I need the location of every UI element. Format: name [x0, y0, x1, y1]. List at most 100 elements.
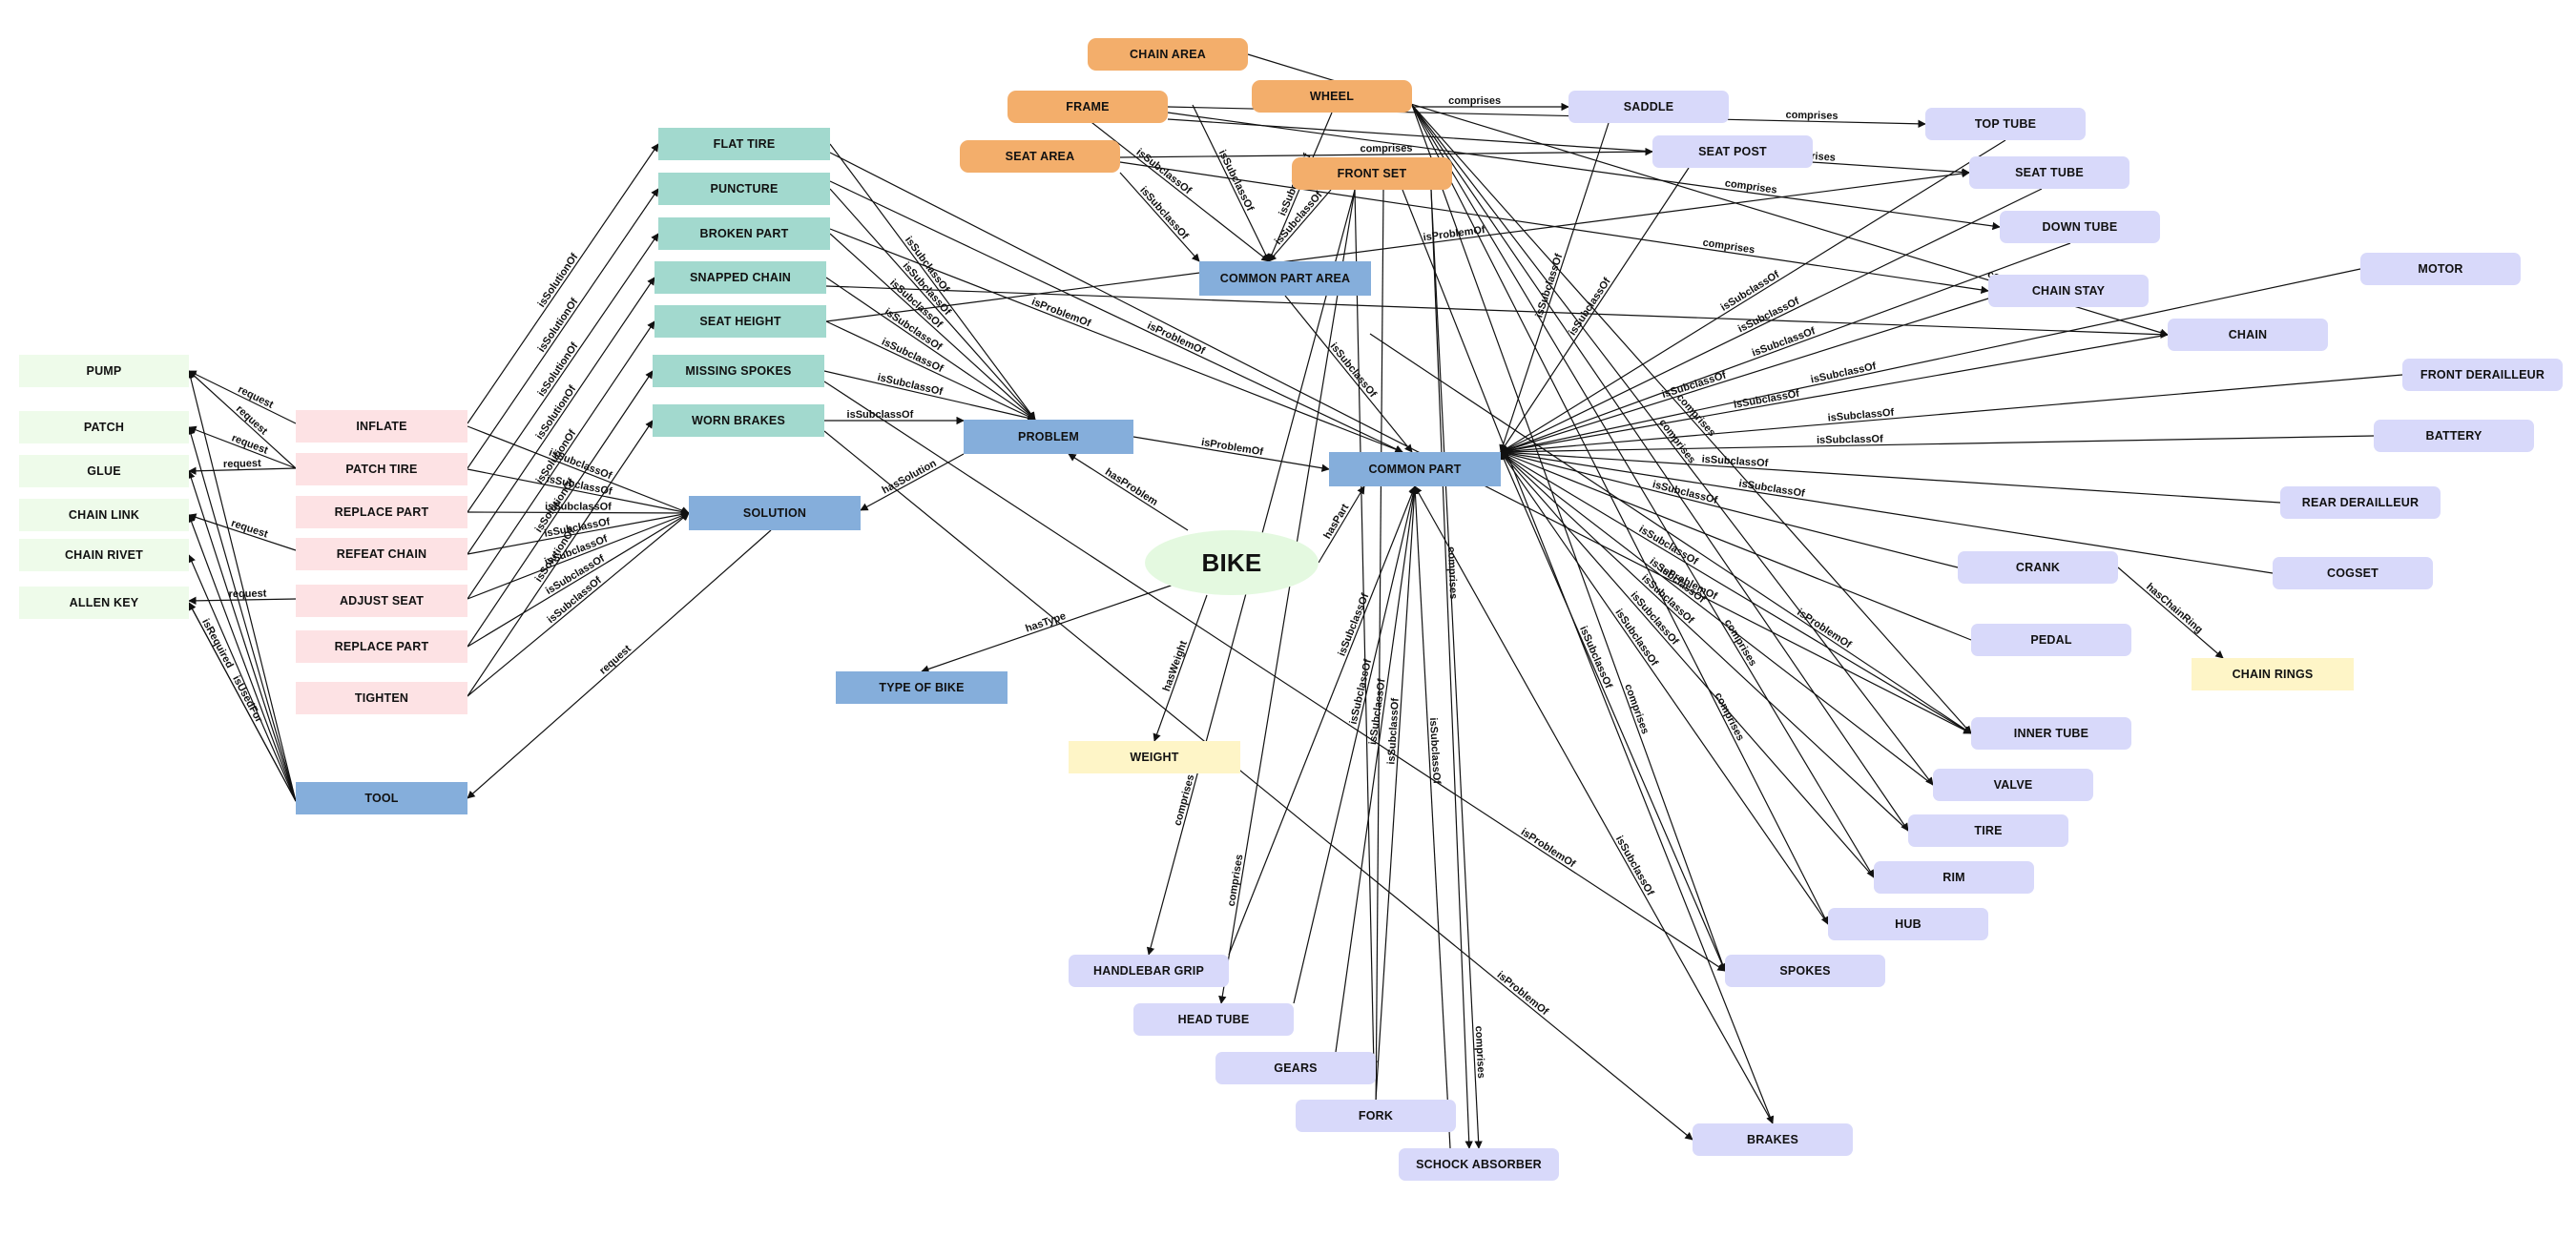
- edge-43: [1068, 453, 1189, 531]
- edge-label-request: request: [229, 588, 267, 601]
- part-inner-tube[interactable]: INNER TUBE: [1971, 717, 2131, 750]
- area-frame[interactable]: FRAME: [1008, 91, 1168, 123]
- part-rim[interactable]: RIM: [1874, 861, 2034, 894]
- tool-glue[interactable]: GLUE: [19, 455, 189, 487]
- edge-label-isSubclassOf: isSubclassOf: [1817, 434, 1883, 446]
- part-brakes[interactable]: BRAKES: [1693, 1123, 1853, 1156]
- tool-pump[interactable]: PUMP: [19, 355, 189, 387]
- solution-inflate[interactable]: INFLATE: [296, 410, 467, 443]
- edge-7: [187, 426, 297, 802]
- problem-flat-tire[interactable]: FLAT TIRE: [658, 128, 830, 160]
- edge-71: [1430, 189, 1483, 1149]
- part-tire[interactable]: TIRE: [1908, 814, 2068, 847]
- edge-97: [1375, 485, 1419, 1101]
- edge-87: [1500, 450, 1972, 641]
- common-part-node[interactable]: COMMON PART: [1329, 452, 1501, 486]
- part-crank[interactable]: CRANK: [1958, 551, 2118, 584]
- part-pedal[interactable]: PEDAL: [1971, 624, 2131, 656]
- solution-adjust-seat[interactable]: ADJUST SEAT: [296, 585, 467, 617]
- edge-47: [1318, 485, 1365, 564]
- edge-14: [467, 188, 659, 469]
- tool-node[interactable]: TOOL: [296, 782, 467, 814]
- edge-77: [1500, 188, 2043, 453]
- edge-95: [1293, 485, 1418, 1004]
- edge-37: [825, 169, 1970, 322]
- edge-label-comprises: comprises: [1473, 1025, 1487, 1079]
- edge-53: [1268, 189, 1332, 262]
- edge-label-request: request: [223, 458, 261, 470]
- edge-32: [823, 370, 1036, 422]
- edge-91: [1500, 451, 1875, 878]
- common-part-area-node[interactable]: COMMON PART AREA: [1199, 261, 1371, 296]
- tool-chain-rivet[interactable]: CHAIN RIVET: [19, 539, 189, 571]
- problem-snapped-chain[interactable]: SNAPPED CHAIN: [654, 261, 826, 294]
- part-chain[interactable]: CHAIN: [2168, 319, 2328, 351]
- edge-101: [2117, 566, 2224, 659]
- edge-68: [1218, 189, 1356, 1004]
- edge-6: [186, 370, 297, 802]
- problem-broken-part[interactable]: BROKEN PART: [658, 217, 830, 250]
- part-cogset[interactable]: COGSET: [2273, 557, 2433, 589]
- solution-patch-tire[interactable]: PATCH TIRE: [296, 453, 467, 485]
- part-seat-post[interactable]: SEAT POST: [1652, 135, 1813, 168]
- part-spokes[interactable]: SPOKES: [1725, 955, 1885, 987]
- part-valve[interactable]: VALVE: [1933, 769, 2093, 801]
- weight-node[interactable]: WEIGHT: [1069, 741, 1240, 773]
- part-handlebar-grip[interactable]: HANDLEBAR GRIP: [1069, 955, 1229, 987]
- part-battery[interactable]: BATTERY: [2374, 420, 2534, 452]
- edge-69: [1354, 189, 1379, 1069]
- solution-refeat-chain[interactable]: REFEAT CHAIN: [296, 538, 467, 570]
- part-fork[interactable]: FORK: [1296, 1100, 1456, 1132]
- edge-29: [829, 233, 1036, 421]
- part-gears[interactable]: GEARS: [1215, 1052, 1376, 1084]
- tool-patch[interactable]: PATCH: [19, 411, 189, 443]
- problem-node[interactable]: PROBLEM: [964, 420, 1133, 454]
- part-down-tube[interactable]: DOWN TUBE: [2000, 211, 2160, 243]
- edge-66: [1411, 104, 1727, 972]
- problem-missing-spokes[interactable]: MISSING SPOKES: [653, 355, 824, 387]
- edge-label-isSubclassOf: isSubclassOf: [1827, 407, 1895, 424]
- solution-node[interactable]: SOLUTION: [689, 496, 861, 530]
- part-head-tube[interactable]: HEAD TUBE: [1133, 1003, 1294, 1036]
- area-front-set[interactable]: FRONT SET: [1292, 157, 1452, 190]
- tool-allen-key[interactable]: ALLEN KEY: [19, 587, 189, 619]
- edge-63: [1411, 104, 1909, 832]
- part-front-derailleur[interactable]: FRONT DERAILLEUR: [2402, 359, 2563, 391]
- edge-35: [829, 228, 1403, 454]
- edge-94: [1228, 485, 1417, 956]
- part-chain-stay[interactable]: CHAIN STAY: [1988, 275, 2149, 307]
- problem-seat-height[interactable]: SEAT HEIGHT: [654, 305, 826, 338]
- area-chain-area[interactable]: CHAIN AREA: [1088, 38, 1248, 71]
- edge-61: [1411, 104, 1972, 734]
- edge-45: [921, 584, 1174, 673]
- part-seat-tube[interactable]: SEAT TUBE: [1969, 156, 2129, 189]
- edge-41: [860, 453, 965, 511]
- edge-2: [188, 425, 297, 469]
- part-saddle[interactable]: SADDLE: [1568, 91, 1729, 123]
- solution-replace-part[interactable]: REPLACE PART: [296, 496, 467, 528]
- tool-chain-link[interactable]: CHAIN LINK: [19, 499, 189, 531]
- part-top-tube[interactable]: TOP TUBE: [1925, 108, 2086, 140]
- part-rear-derailleur[interactable]: REAR DERAILLEUR: [2280, 486, 2441, 519]
- edge-46: [1153, 594, 1208, 742]
- type-of-bike-node[interactable]: TYPE OF BIKE: [836, 671, 1008, 704]
- problem-puncture[interactable]: PUNCTURE: [658, 173, 830, 205]
- part-hub[interactable]: HUB: [1828, 908, 1988, 940]
- edge-label-isSubclassOf: isSubclassOf: [545, 501, 612, 512]
- edge-15: [467, 233, 659, 513]
- area-seat-area[interactable]: SEAT AREA: [960, 140, 1120, 173]
- edge-31: [825, 320, 1036, 421]
- bike-node[interactable]: BIKE: [1145, 530, 1319, 595]
- edge-26: [467, 512, 690, 697]
- chain-rings-node[interactable]: CHAIN RINGS: [2192, 658, 2354, 690]
- edge-17: [467, 320, 655, 600]
- solution-tighten[interactable]: TIGHTEN: [296, 682, 467, 714]
- edge-13: [467, 143, 659, 424]
- edge-78: [1500, 242, 2071, 454]
- edge-30: [825, 277, 1036, 421]
- problem-worn-brakes[interactable]: WORN BRAKES: [653, 404, 824, 437]
- part-motor[interactable]: MOTOR: [2360, 253, 2521, 285]
- part-schock-absorber[interactable]: SCHOCK ABSORBER: [1399, 1148, 1559, 1181]
- solution-replace-part-2[interactable]: REPLACE PART: [296, 630, 467, 663]
- area-wheel[interactable]: WHEEL: [1252, 80, 1412, 113]
